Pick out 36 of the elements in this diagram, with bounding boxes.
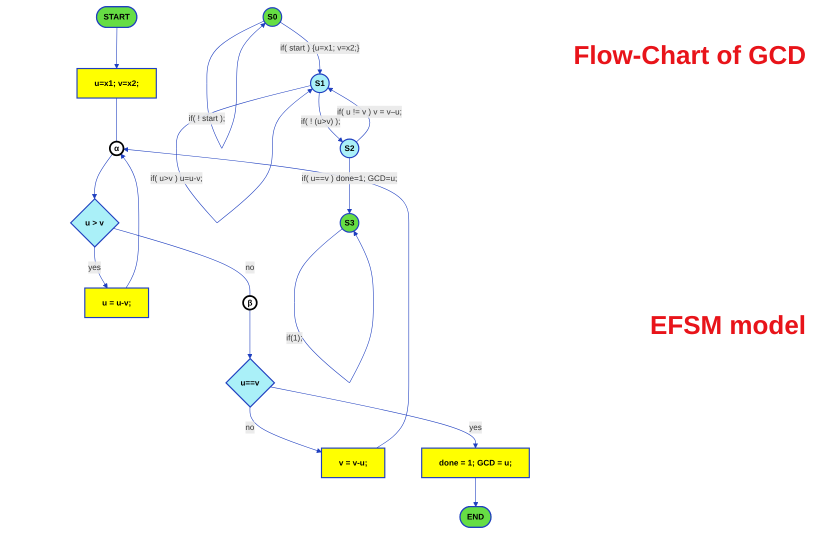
arrow bbox=[270, 386, 478, 448]
connector bbox=[116, 98, 117, 142]
node-box: u=x1; v=x2; bbox=[76, 68, 157, 99]
node-circle: α bbox=[108, 140, 124, 156]
edge-label: if( start ) {u=x1; v=x2;} bbox=[280, 43, 360, 52]
section-title: EFSM model bbox=[650, 310, 806, 341]
node-circle: S0 bbox=[262, 7, 282, 27]
node-circle: S2 bbox=[340, 138, 360, 158]
arrow bbox=[473, 477, 478, 508]
edge-label: no bbox=[245, 262, 254, 272]
node-box: done = 1; GCD = u; bbox=[421, 448, 530, 478]
node-circle: S1 bbox=[310, 73, 330, 94]
edge-label: if( u==v ) done=1; GCD=u; bbox=[302, 173, 398, 183]
node-diamond: u==v bbox=[225, 358, 276, 408]
node-diamond: u > v bbox=[70, 198, 120, 248]
arrow bbox=[120, 154, 140, 288]
node-box: u = u-v; bbox=[84, 287, 150, 318]
connector bbox=[112, 228, 250, 296]
edge-label: if( u>v ) u=u-v; bbox=[150, 173, 203, 183]
node-circle: S3 bbox=[340, 213, 360, 233]
arrow bbox=[94, 246, 108, 288]
arrow bbox=[294, 228, 374, 384]
edge-label: if( ! (u>v) ); bbox=[301, 116, 340, 126]
node-box: v = v-u; bbox=[320, 448, 386, 478]
edge-label: yes bbox=[88, 262, 101, 272]
edge-label: if( u != v ) v = v–u; bbox=[337, 106, 402, 116]
arrow bbox=[114, 27, 120, 69]
arrow bbox=[92, 154, 113, 199]
edge-label: if(1); bbox=[286, 333, 302, 342]
edge-label: yes bbox=[469, 422, 482, 432]
arrow bbox=[250, 406, 322, 453]
arrow bbox=[247, 309, 252, 359]
edge-label: no bbox=[245, 422, 254, 432]
section-title: Flow-Chart of GCD bbox=[573, 40, 806, 71]
edge-label: if( ! start ); bbox=[188, 114, 226, 123]
node-circle: β bbox=[242, 295, 258, 310]
